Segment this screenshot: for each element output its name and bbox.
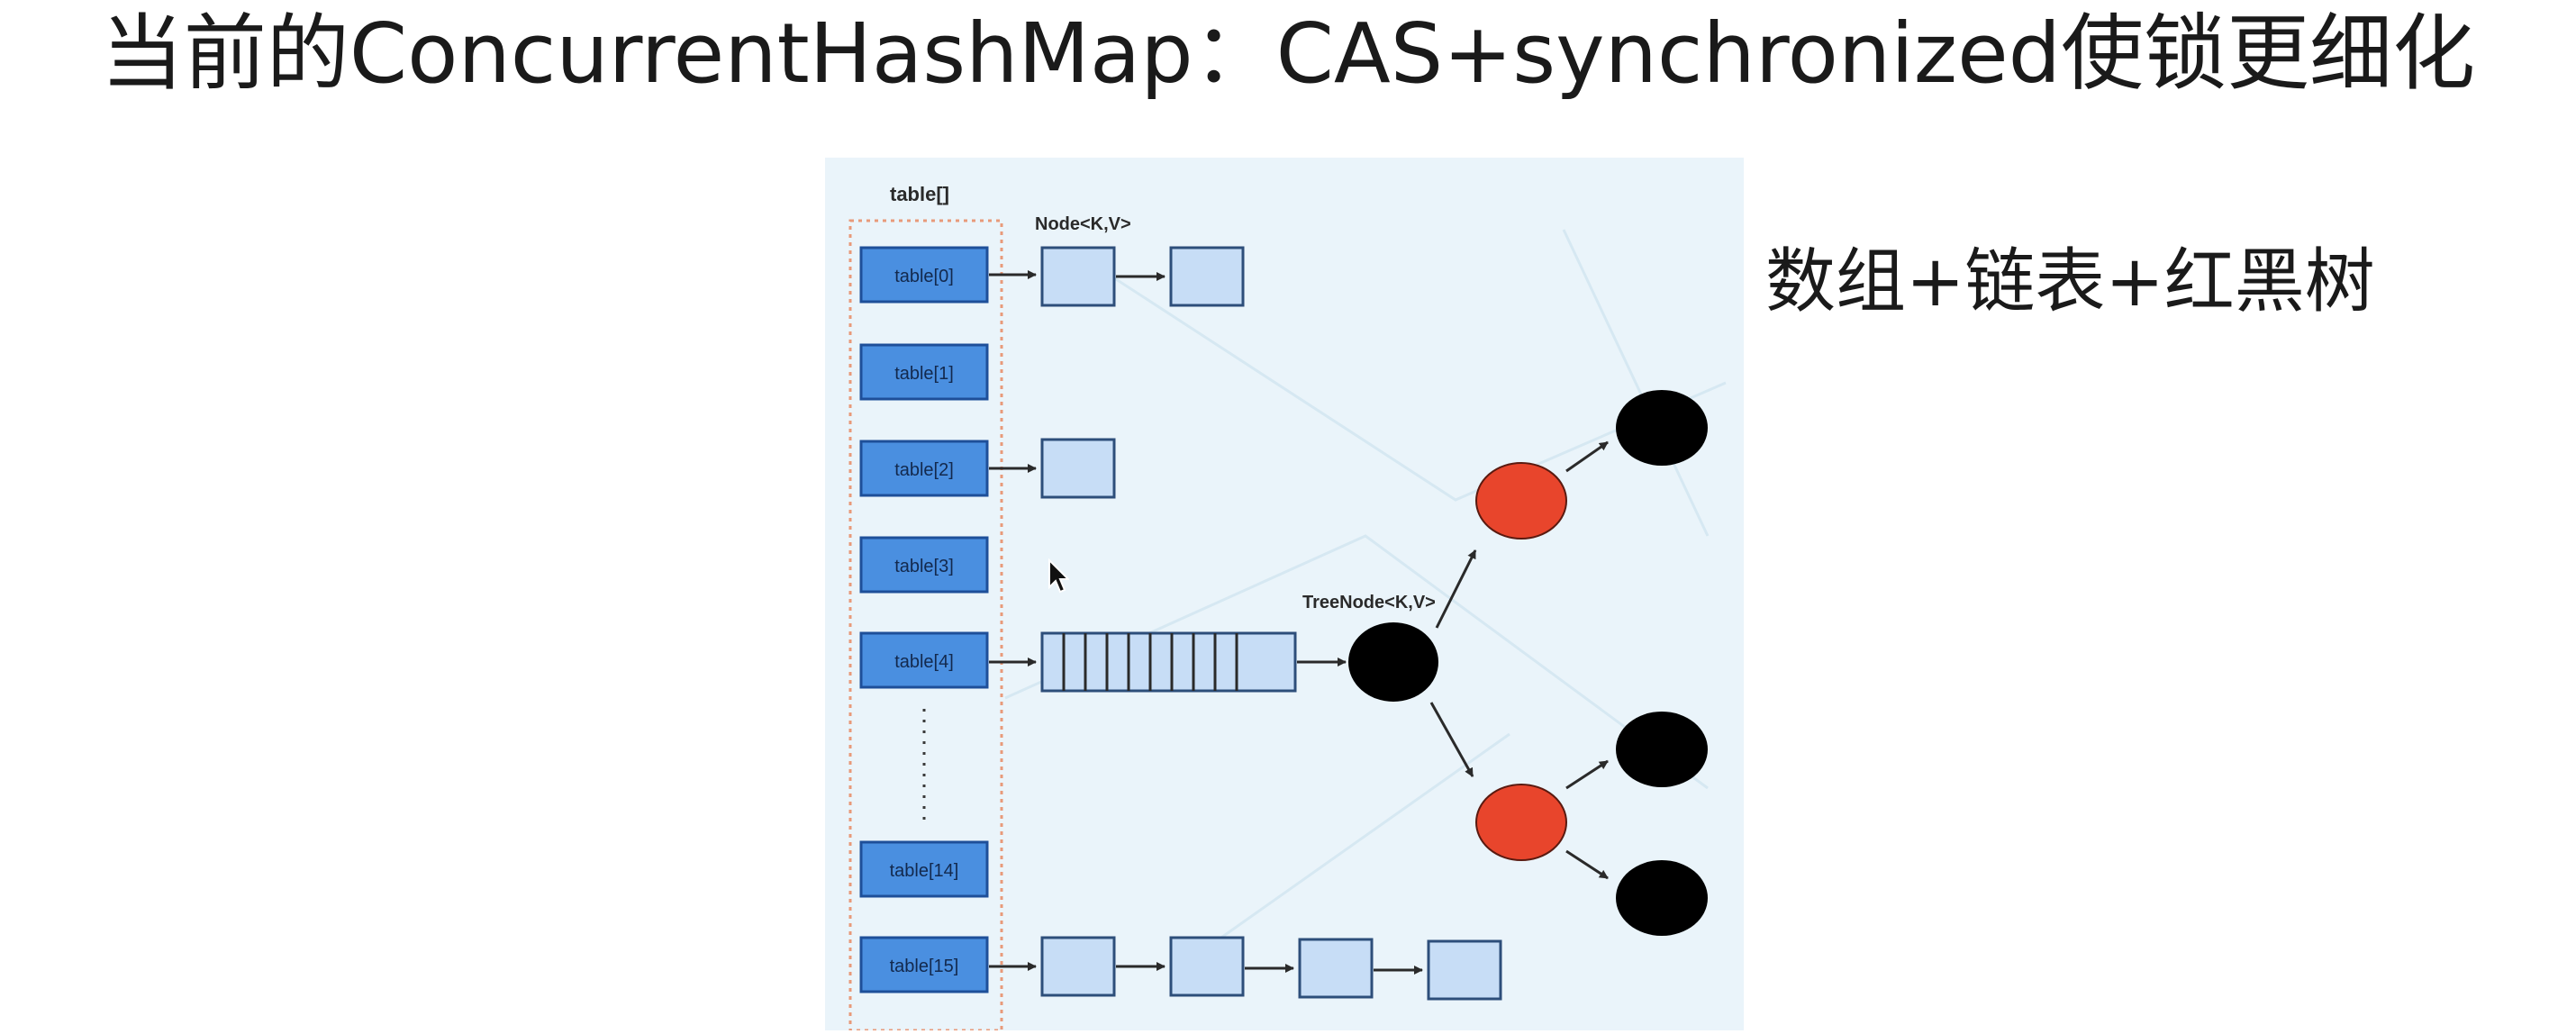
tree-node-red-lower [1475, 784, 1567, 861]
bucket-table-2: table[2] [859, 440, 989, 497]
bucket-label: table[3] [894, 557, 954, 576]
list-row-15 [989, 936, 1502, 1001]
bucket-label: table[14] [890, 861, 959, 881]
bucket-table-14: table[14] [859, 840, 989, 898]
diagram-canvas: table[] Node<K,V> table[0] table[1] tabl… [848, 183, 1727, 1032]
node-type-label: Node<K,V> [1035, 214, 1131, 234]
treenode-type-label: TreeNode<K,V> [1302, 593, 1436, 612]
bucket-label: table[1] [894, 364, 954, 384]
list-node [1169, 246, 1245, 307]
red-black-tree [1429, 440, 1609, 880]
list-node [1040, 246, 1116, 307]
table-array-border [848, 219, 1003, 1032]
bucket-table-4: table[4] [859, 631, 989, 689]
bucket-table-0: table[0] [859, 246, 989, 304]
list-row-2 [989, 438, 1116, 499]
list-node [1427, 939, 1502, 1001]
list-node [1169, 936, 1245, 997]
list-node [1298, 938, 1374, 999]
bucket-table-1: table[1] [859, 343, 989, 401]
structure-note: 数组+链表+红黑树 [1765, 241, 2375, 322]
bucket-table-3: table[3] [859, 536, 989, 594]
bucket-label: table[0] [894, 267, 954, 286]
tree-leaf-black [1616, 860, 1708, 936]
list-node [1040, 936, 1116, 997]
tree-leaf-black [1616, 712, 1708, 787]
table-array-label: table[] [890, 183, 949, 205]
list-node [1040, 438, 1116, 499]
list-row-0 [989, 246, 1245, 307]
hashmap-diagram: table[] Node<K,V> table[0] table[1] tabl… [825, 158, 1744, 1032]
mouse-pointer-icon [1048, 558, 1069, 594]
bucket-label: table[2] [894, 460, 954, 480]
bucket-label: table[15] [890, 957, 959, 976]
tree-root-black [1348, 622, 1438, 702]
bucket-label: table[4] [894, 652, 954, 672]
long-list-node [1040, 631, 1297, 693]
bucket-table-15: table[15] [859, 936, 989, 993]
background-texture [1004, 229, 1727, 952]
tree-leaf-black [1616, 390, 1708, 466]
slide-title: 当前的ConcurrentHashMap：CAS+synchronized使锁更… [100, 5, 2476, 102]
tree-node-red-upper [1475, 462, 1567, 540]
list-row-4 [989, 631, 1347, 693]
